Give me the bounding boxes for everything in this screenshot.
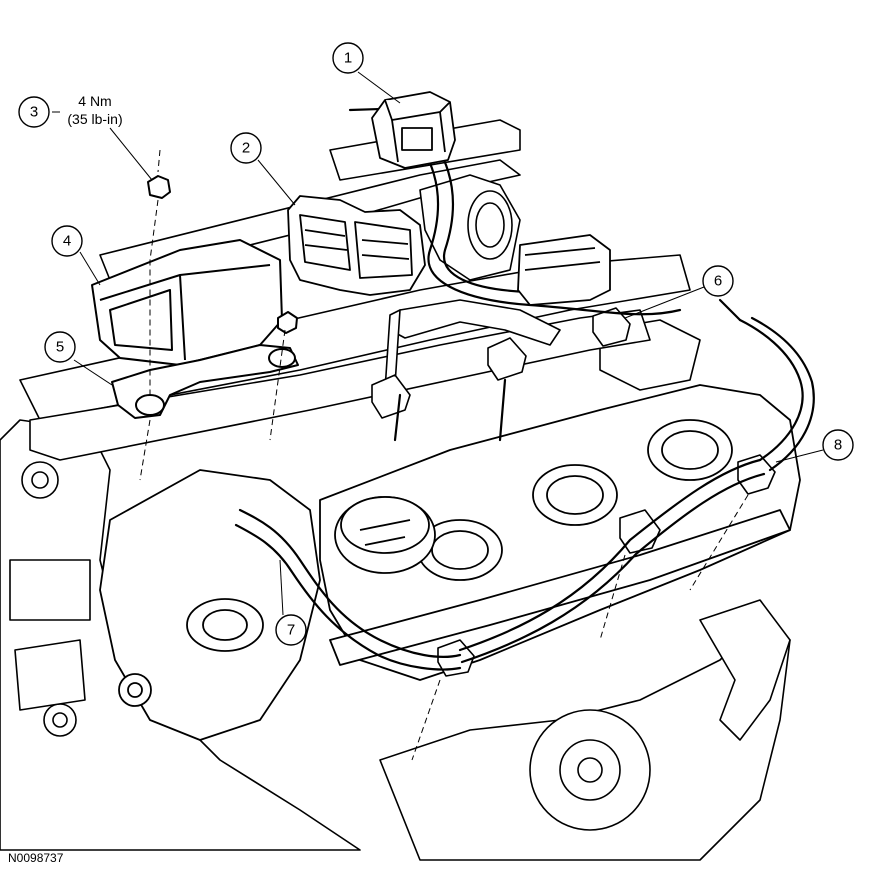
- callout-8-label: 8: [834, 437, 842, 454]
- callout-8: 8: [822, 429, 854, 461]
- leader-6: [624, 286, 705, 319]
- callout-4-label: 4: [63, 233, 71, 250]
- callout-6: 6: [702, 265, 734, 297]
- leader-2: [257, 159, 296, 206]
- callout-2-label: 2: [242, 140, 250, 157]
- callout-5-label: 5: [56, 339, 64, 356]
- callout-7-label: 7: [287, 622, 295, 639]
- engine-block: [0, 319, 791, 861]
- harness-connector-1: [371, 91, 456, 169]
- callout-3-label: 3: [30, 104, 38, 121]
- leader-4: [79, 251, 101, 286]
- left-valve-cover: [99, 469, 321, 741]
- callout-4: 4: [51, 225, 83, 257]
- figure-id: N0098737: [8, 851, 64, 865]
- leader-1: [357, 71, 401, 104]
- callout-3: 3: [18, 96, 50, 128]
- callout-1: 1: [332, 42, 364, 74]
- leader-8: [775, 449, 824, 463]
- callout-7: 7: [275, 614, 307, 646]
- callout-5: 5: [44, 331, 76, 363]
- torque-spec: 4 Nm (35 lb-in): [67, 93, 122, 127]
- callout-2: 2: [230, 132, 262, 164]
- valve-cover: [319, 384, 801, 681]
- leader-3: [109, 127, 153, 181]
- torque-spec-metric: 4 Nm: [78, 93, 111, 109]
- leader-5: [73, 359, 113, 386]
- torque-spec-imperial: (35 lb-in): [67, 111, 122, 127]
- callout-1-label: 1: [344, 50, 352, 67]
- module-4: [91, 175, 299, 419]
- install-guide-lines: [139, 149, 749, 761]
- leader-lines: [52, 71, 824, 616]
- leader-7: [279, 559, 284, 616]
- callout-6-label: 6: [714, 273, 722, 290]
- nut-3: [147, 175, 171, 199]
- pcm-connector-2: [287, 195, 611, 306]
